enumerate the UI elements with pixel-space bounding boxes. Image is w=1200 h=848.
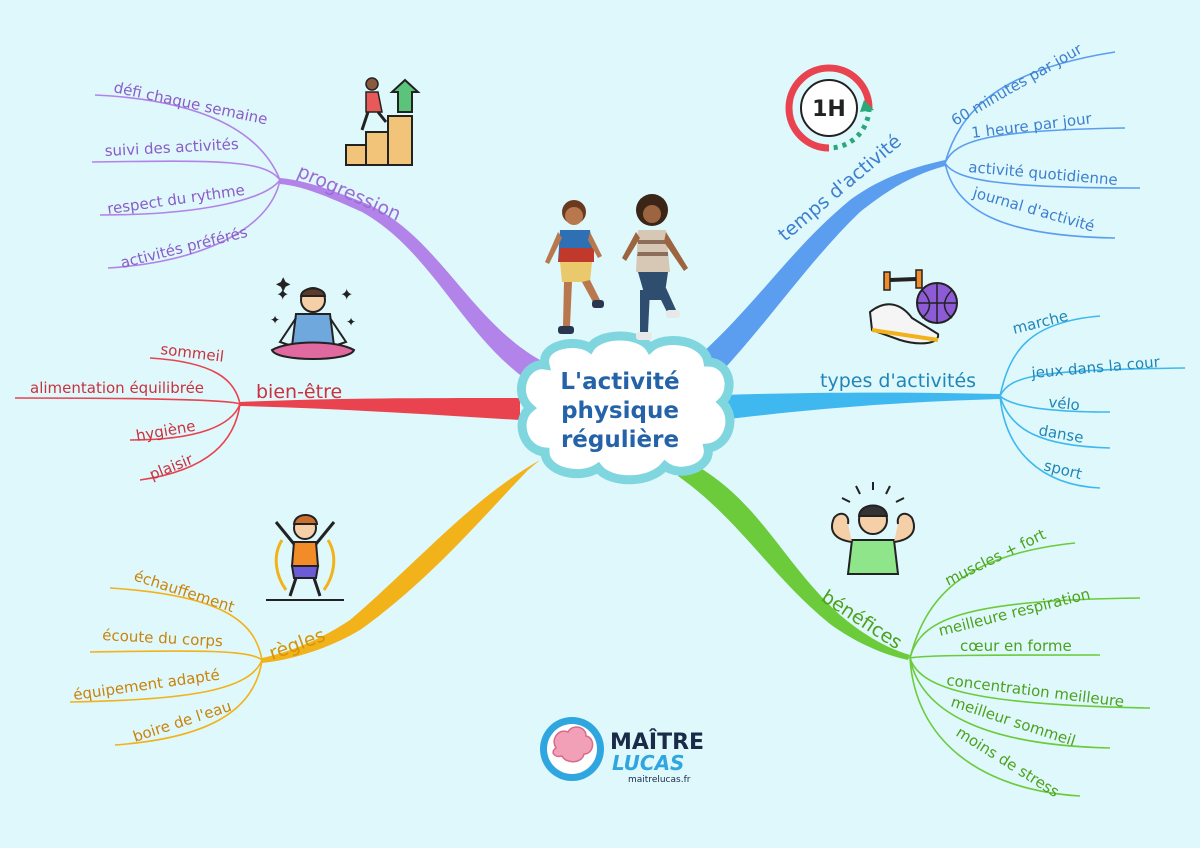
leaf-bienetre-1: sommeil — [160, 340, 225, 366]
leaf-bienetre-2: alimentation équilibrée — [30, 379, 204, 397]
leaf-line — [149, 357, 241, 405]
leaf-line — [999, 395, 1111, 449]
leaf-line — [944, 127, 1126, 164]
leaf-line — [129, 403, 241, 441]
stairs-progress-icon — [345, 77, 421, 166]
leaf-line — [944, 162, 1141, 189]
branch-temps-stem — [700, 160, 945, 378]
branch-types-stem — [720, 392, 1000, 420]
branch-label-types: types d'activités — [820, 370, 976, 392]
children-running-illustration — [545, 194, 688, 340]
leaf-progression-4: activités préférés — [119, 223, 250, 272]
leaf-line — [109, 587, 263, 661]
branch-label-regles: règles — [266, 624, 328, 665]
leaf-progression-2: suivi des activités — [104, 135, 239, 160]
leaf-benefices-3: cœur en forme — [960, 637, 1072, 655]
center-title-line1: L'activité — [560, 369, 679, 395]
branch-progression-stem — [280, 178, 540, 378]
leaf-line — [107, 179, 281, 269]
center-cloud: L'activité physique régulière — [516, 331, 735, 485]
branch-label-bienetre: bien-être — [256, 381, 342, 403]
strong-person-icon — [831, 482, 915, 575]
leaf-line — [99, 179, 281, 216]
clock-1h-icon: 1H — [785, 64, 874, 152]
leaf-types-2: jeux dans la cour — [1030, 353, 1161, 382]
leaf-temps-3: activité quotidienne — [968, 158, 1119, 189]
leaf-line — [909, 657, 1111, 749]
leaf-bienetre-3: hygiène — [135, 417, 197, 445]
leaf-line — [139, 403, 241, 481]
leaf-line — [89, 650, 263, 661]
leaf-regles-4: boire de l'eau — [131, 697, 234, 746]
leaf-bienetre-4: plaisir — [147, 450, 196, 484]
svg-text:✦: ✦ — [346, 315, 356, 329]
leaf-line — [999, 395, 1111, 413]
center-title-line3: régulière — [561, 427, 679, 453]
svg-text:✦: ✦ — [340, 285, 353, 304]
leaf-types-3: vélo — [1048, 393, 1081, 414]
leaf-line — [944, 51, 1116, 164]
leaf-temps-2: 1 heure par jour — [970, 109, 1093, 142]
leaf-line — [69, 659, 263, 703]
logo-line2: LUCAS — [612, 751, 684, 775]
meditation-icon: ✦ ✦ ✦ ✦ — [270, 277, 356, 360]
exercise-girl-icon — [266, 514, 344, 601]
leaf-line — [999, 315, 1101, 397]
leaf-line — [909, 597, 1141, 659]
branch-benefices-stem — [678, 462, 910, 660]
leaf-benefices-2: meilleure respiration — [937, 585, 1092, 640]
leaf-line — [909, 654, 1101, 659]
leaf-line — [114, 659, 263, 746]
leaf-line — [91, 160, 281, 181]
branch-regles-stem — [262, 460, 540, 663]
leaf-line — [999, 395, 1101, 489]
center-title-line2: physique — [561, 398, 679, 424]
leaf-line — [909, 657, 1081, 797]
logo-line1: MAÎTRE — [610, 729, 704, 755]
leaf-line — [909, 657, 1151, 709]
leaf-progression-1: défi chaque semaine — [112, 78, 269, 128]
logo-url: maitrelucas.fr — [628, 775, 691, 785]
sports-equipment-icon — [868, 269, 958, 345]
leaf-types-4: danse — [1037, 421, 1085, 447]
leaf-types-1: marche — [1011, 307, 1070, 338]
clock-label: 1H — [812, 97, 846, 122]
leaf-line — [14, 397, 241, 405]
branch-bienetre-stem — [240, 398, 520, 420]
leaf-line — [909, 542, 1076, 659]
leaf-temps-4: journal d'activité — [970, 183, 1097, 235]
leaf-benefices-1: muscles + fort — [942, 525, 1049, 589]
leaf-line — [944, 162, 1116, 239]
leaf-line — [94, 94, 281, 181]
leaf-line — [999, 367, 1186, 397]
leaf-types-5: sport — [1042, 456, 1084, 483]
branch-label-progression: progression — [294, 160, 404, 225]
leaf-regles-2: écoute du corps — [102, 626, 224, 650]
svg-text:✦: ✦ — [276, 285, 289, 304]
svg-text:✦: ✦ — [270, 313, 280, 327]
maitre-lucas-logo: MAÎTRE LUCAS maitrelucas.fr — [540, 717, 704, 785]
